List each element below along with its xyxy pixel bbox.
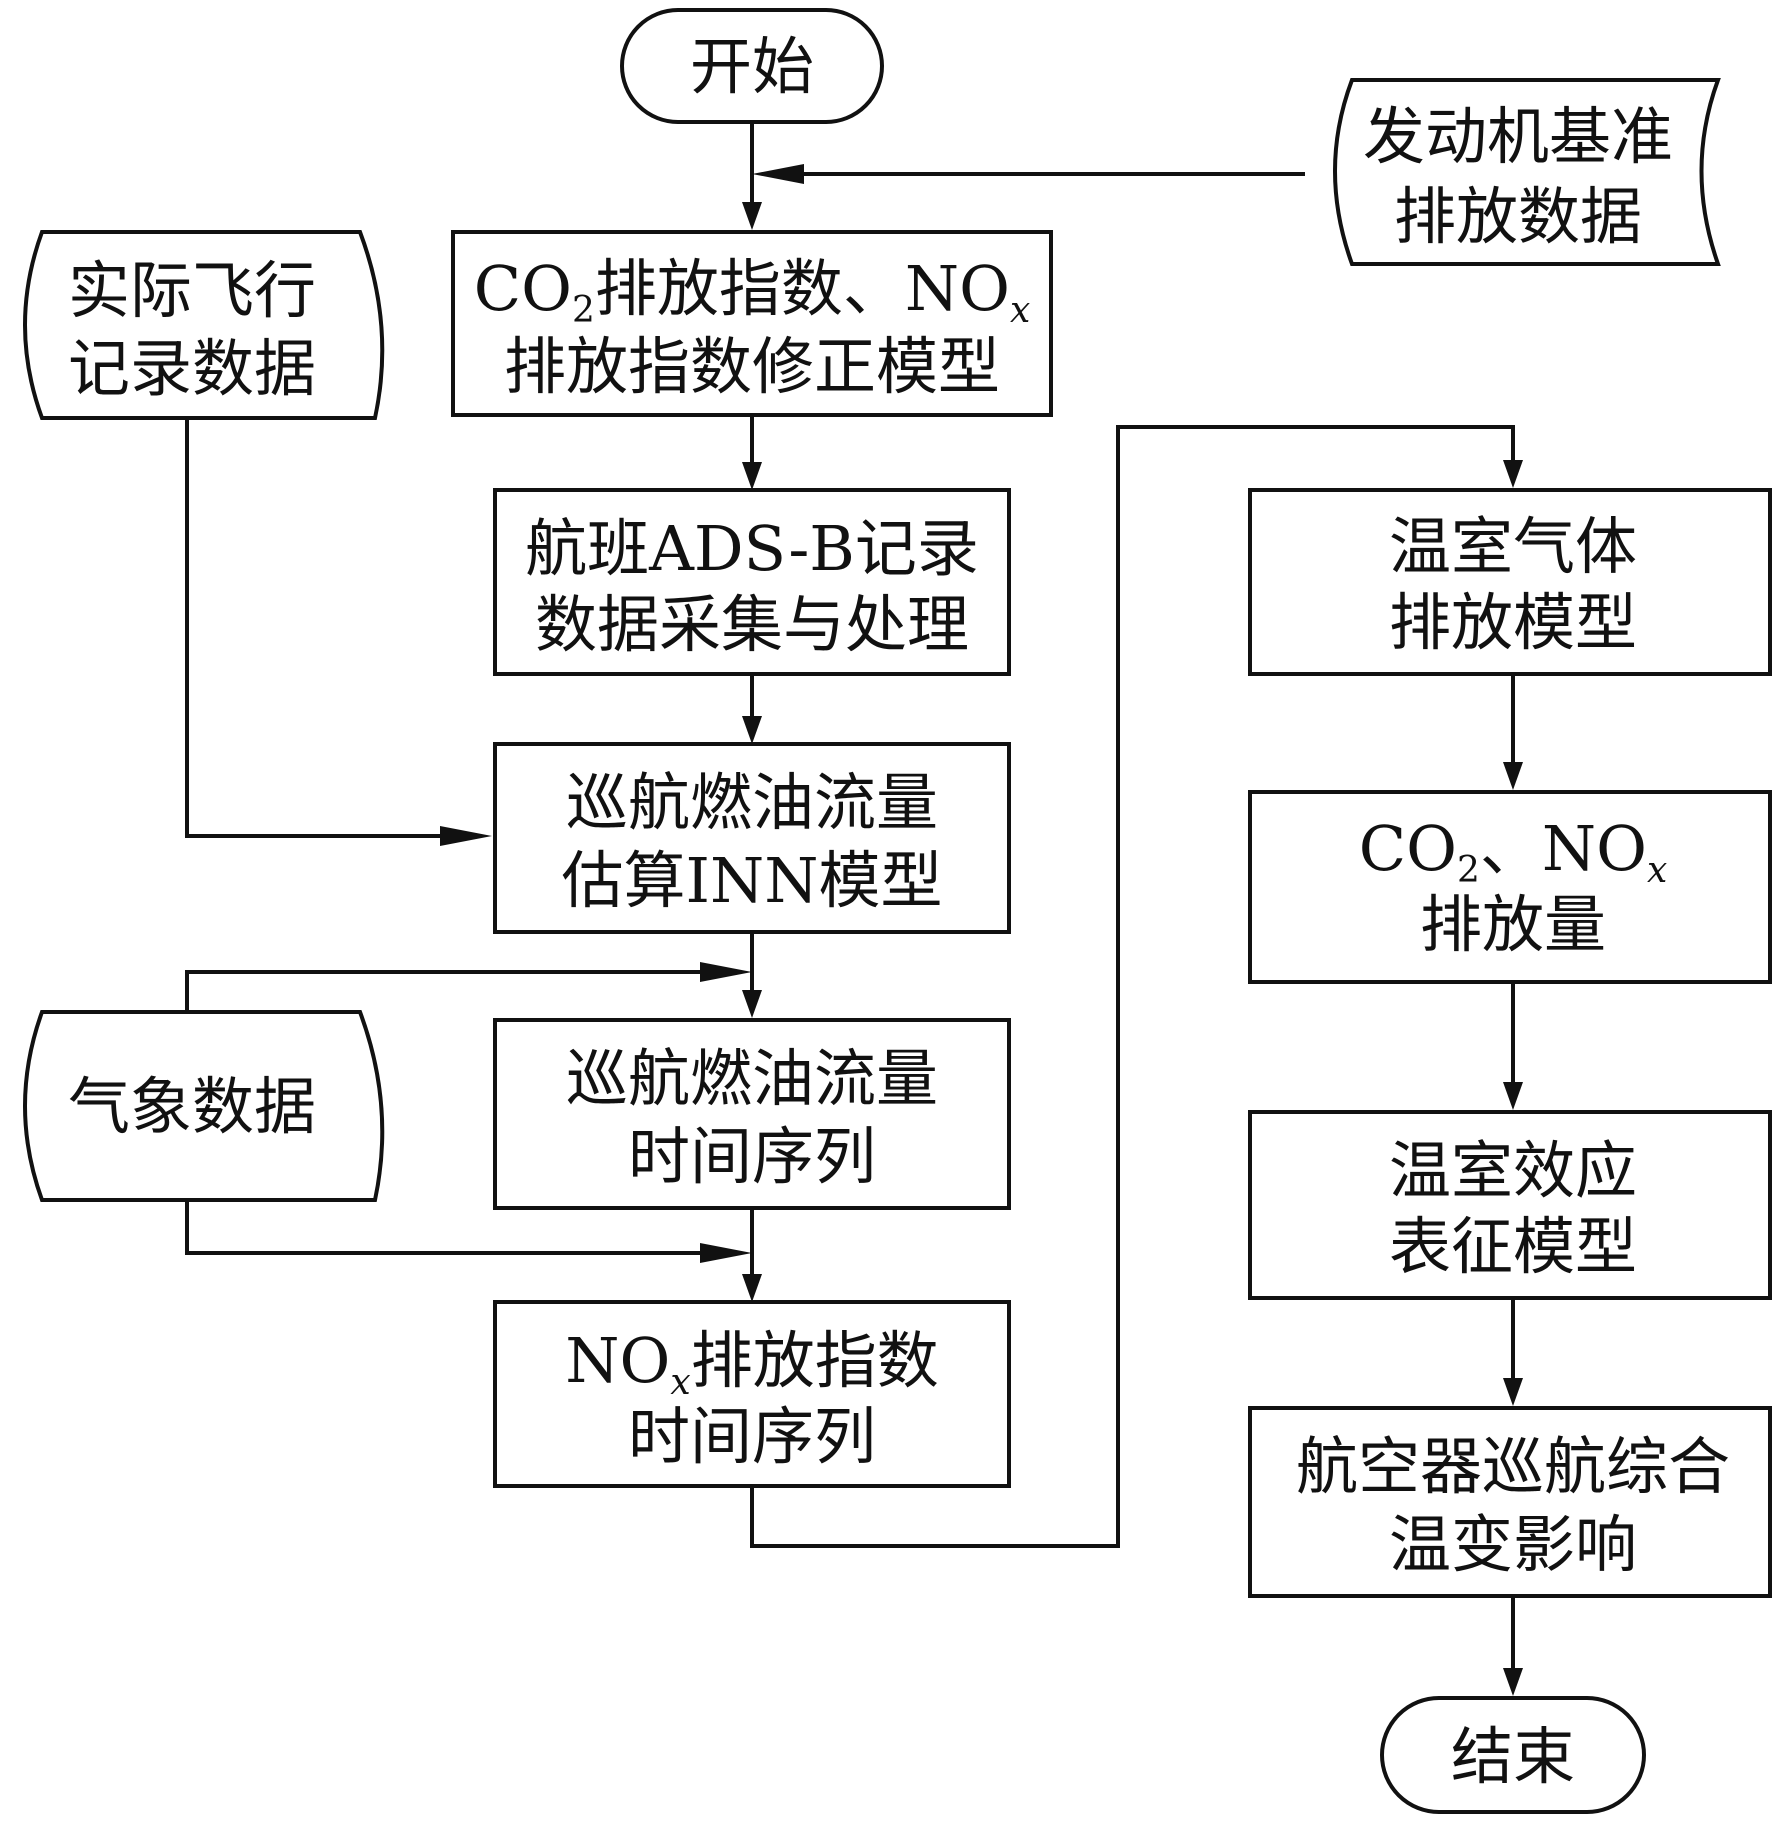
edge-weather-to-nox-branch xyxy=(185,1200,725,1255)
edge-nox-to-ghg xyxy=(750,425,1515,1548)
flight-record-data-node: 实际飞行 记录数据 xyxy=(23,230,385,420)
correction-model-node: CO2排放指数、NOx 排放指数修正模型 xyxy=(451,230,1053,417)
integrated-impact-node: 航空器巡航综合 温变影响 xyxy=(1248,1406,1772,1598)
edge-weather-to-fuel-branch xyxy=(185,970,725,1012)
weather-data-label: 气象数据 xyxy=(68,1070,316,1143)
arrowhead xyxy=(1503,1378,1523,1406)
arrowhead xyxy=(742,1274,762,1302)
end-label: 结束 xyxy=(1451,1720,1575,1793)
arrowhead xyxy=(742,462,762,490)
correction-model-line2: 排放指数修正模型 xyxy=(504,330,1000,403)
correction-model-line1: CO2排放指数、NOx xyxy=(474,252,1031,331)
start-label: 开始 xyxy=(690,30,814,103)
effect-model-line1: 温室效应 xyxy=(1389,1134,1637,1207)
end-node: 结束 xyxy=(1380,1696,1646,1814)
flight-data-line2: 记录数据 xyxy=(68,332,316,405)
fuel-series-line2: 时间序列 xyxy=(628,1120,876,1193)
arrowhead xyxy=(1503,762,1523,790)
effect-model-line2: 表征模型 xyxy=(1389,1210,1637,1283)
emission-amount-node: CO2、NOx 排放量 xyxy=(1248,790,1772,984)
arrowhead xyxy=(742,716,762,744)
inn-model-node: 巡航燃油流量 估算INN模型 xyxy=(493,742,1011,934)
arrowhead xyxy=(1503,460,1523,488)
arrowhead xyxy=(440,826,492,846)
arrowhead xyxy=(742,990,762,1018)
weather-data-node: 气象数据 xyxy=(23,1010,385,1202)
fuel-series-line1: 巡航燃油流量 xyxy=(566,1042,938,1115)
inn-model-line1: 巡航燃油流量 xyxy=(566,766,938,839)
engine-data-line1: 发动机基准 xyxy=(1363,100,1673,173)
ghg-model-line1: 温室气体 xyxy=(1389,510,1637,583)
ghg-model-node: 温室气体 排放模型 xyxy=(1248,488,1772,676)
emission-line1: CO2、NOx xyxy=(1359,812,1668,891)
adsb-node: 航班ADS-B记录 数据采集与处理 xyxy=(493,488,1011,676)
impact-line1: 航空器巡航综合 xyxy=(1296,1430,1730,1503)
adsb-line2: 数据采集与处理 xyxy=(535,588,969,661)
nox-series-line2: 时间序列 xyxy=(628,1400,876,1473)
engine-baseline-data-node: 发动机基准 排放数据 xyxy=(1333,78,1721,266)
arrowhead xyxy=(752,164,804,184)
emission-line2: 排放量 xyxy=(1420,888,1606,961)
fuel-series-node: 巡航燃油流量 时间序列 xyxy=(493,1018,1011,1210)
arrowhead xyxy=(700,1243,752,1263)
impact-line2: 温变影响 xyxy=(1389,1508,1637,1581)
ghg-model-line2: 排放模型 xyxy=(1389,586,1637,659)
start-node: 开始 xyxy=(620,8,884,124)
arrowhead xyxy=(1503,1668,1523,1696)
arrowhead xyxy=(700,962,752,982)
effect-model-node: 温室效应 表征模型 xyxy=(1248,1110,1772,1300)
arrowhead xyxy=(1503,1082,1523,1110)
adsb-line1: 航班ADS-B记录 xyxy=(525,512,979,585)
inn-model-line2: 估算INN模型 xyxy=(562,844,943,917)
flight-data-line1: 实际飞行 xyxy=(68,254,316,327)
engine-data-line2: 排放数据 xyxy=(1394,180,1642,253)
nox-series-line1: NOx排放指数 xyxy=(565,1324,938,1403)
nox-series-node: NOx排放指数 时间序列 xyxy=(493,1300,1011,1488)
arrowhead xyxy=(742,202,762,230)
edge-flight-to-inn xyxy=(185,418,465,838)
edges xyxy=(185,122,1523,1696)
